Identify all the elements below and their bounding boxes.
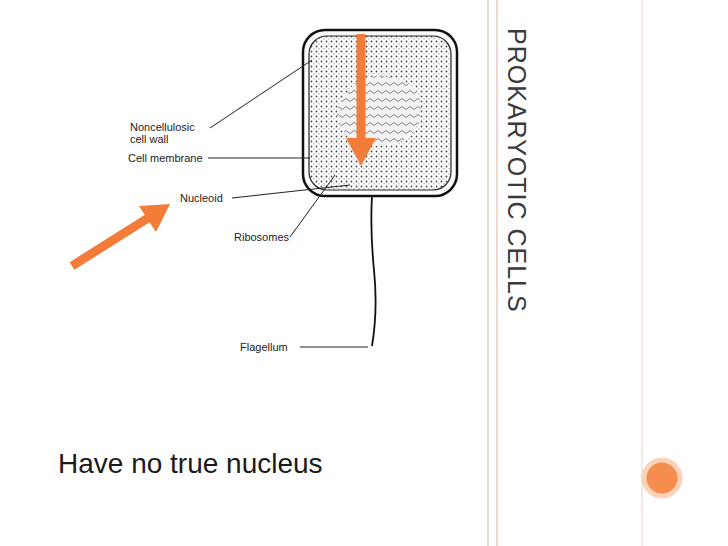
slide-caption: Have no true nucleus (58, 448, 323, 480)
part-label: Noncellulosic cell wall (130, 121, 208, 145)
part-label: Nucleoid (180, 192, 223, 204)
part-label: Flagellum (240, 341, 288, 353)
part-label: Cell membrane (128, 152, 203, 164)
slide-title: PROKARYOTIC CELLS (502, 28, 531, 313)
part-label: Ribosomes (234, 231, 289, 243)
